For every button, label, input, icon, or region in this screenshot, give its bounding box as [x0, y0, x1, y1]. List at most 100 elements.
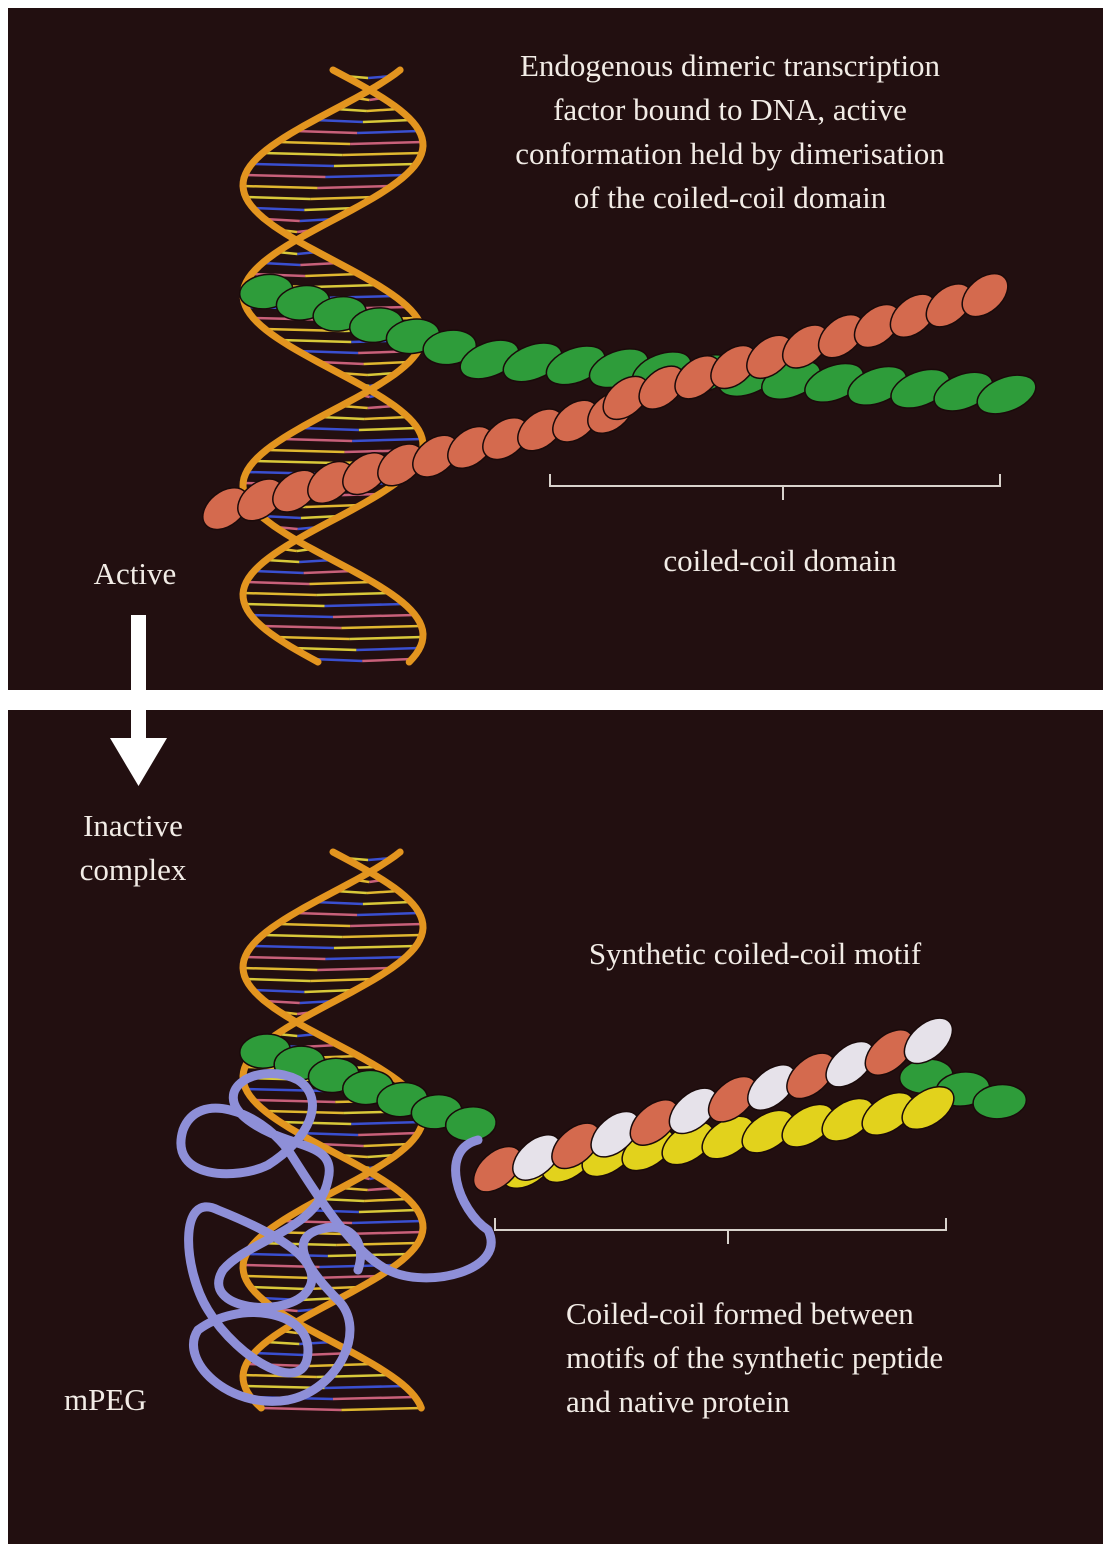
mpeg-label: mPEG [64, 1378, 147, 1422]
coiled-coil-bracket [550, 474, 1000, 500]
base-pair [341, 626, 421, 628]
base-pair [311, 285, 377, 287]
base-pair [246, 1254, 327, 1256]
base-pair [304, 571, 354, 573]
base-pair [263, 935, 343, 937]
top-panel: Endogenous dimeric transcription factor … [8, 8, 1103, 690]
synthetic-motif-label: Synthetic coiled-coil motif [515, 932, 995, 976]
base-pair [253, 990, 304, 992]
base-pair [295, 913, 357, 915]
base-pair [246, 1089, 327, 1091]
base-pair [317, 186, 391, 188]
base-pair [252, 164, 334, 166]
base-pair [349, 637, 423, 639]
coiled-coil-domain-label: coiled-coil domain [590, 539, 970, 583]
base-pair [245, 1276, 313, 1278]
base-pair [254, 571, 304, 573]
base-pair [246, 582, 309, 584]
base-pair [333, 1397, 415, 1399]
inactive-complex-label: Inactive complex [48, 804, 218, 892]
base-pair [310, 582, 373, 584]
base-pair [282, 439, 352, 441]
top-caption-line-3: conformation held by dimerisation [425, 132, 1035, 176]
top-caption-line-4: of the coiled-coil domain [425, 176, 1035, 220]
base-pair [245, 604, 325, 606]
base-pair [315, 902, 363, 904]
base-pair [325, 1386, 405, 1388]
base-pair [280, 340, 351, 342]
base-pair [317, 593, 391, 595]
base-pair [357, 913, 419, 915]
base-pair [352, 439, 422, 441]
base-pair [352, 1221, 422, 1223]
dna-double-helix [243, 70, 423, 662]
top-caption-line-1: Endogenous dimeric transcription [425, 44, 1035, 88]
base-pair [341, 1408, 421, 1410]
base-pair [251, 615, 333, 617]
base-pair [280, 1122, 351, 1124]
base-pair [300, 428, 359, 430]
base-pair [364, 417, 408, 419]
base-pair [350, 142, 423, 144]
base-pair [265, 1111, 344, 1113]
base-pair [359, 1210, 418, 1212]
base-pair [325, 604, 405, 606]
base-pair [253, 1100, 335, 1102]
base-pair [357, 131, 419, 133]
base-pair [317, 968, 391, 970]
base-pair [315, 120, 363, 122]
base-pair [253, 208, 304, 210]
base-pair [351, 1122, 422, 1124]
base-pair [350, 924, 423, 926]
top-caption: Endogenous dimeric transcription factor … [425, 44, 1035, 220]
base-pair [262, 263, 300, 265]
coiled-coil-formed-label: Coiled-coil formed between motifs of the… [566, 1292, 943, 1424]
base-pair [245, 175, 325, 177]
base-pair [336, 1243, 418, 1245]
base-pair [364, 1199, 408, 1201]
base-pair [342, 935, 422, 937]
inactive-label-line-2: complex [48, 848, 218, 892]
top-caption-line-2: factor bound to DNA, active [425, 88, 1035, 132]
base-pair [325, 175, 405, 177]
base-pair [276, 637, 350, 639]
base-pair [243, 593, 317, 595]
coiled-coil-bracket [495, 1218, 946, 1244]
base-pair [334, 946, 416, 948]
base-pair [359, 428, 418, 430]
active-label: Active [60, 552, 210, 596]
base-pair [245, 957, 325, 959]
bottom-panel: Inactive complex Synthetic coiled-coil m… [8, 710, 1103, 1544]
base-pair [261, 1408, 341, 1410]
base-pair [243, 968, 317, 970]
base-pair [277, 924, 350, 926]
base-pair [246, 979, 310, 981]
base-pair [363, 902, 411, 904]
base-pair [254, 461, 336, 463]
coiled-formed-line-3: and native protein [566, 1380, 943, 1424]
base-pair [251, 1287, 306, 1289]
base-pair [266, 450, 344, 452]
base-pair [333, 615, 415, 617]
base-pair [342, 153, 422, 155]
base-pair [263, 153, 343, 155]
base-pair [319, 296, 395, 298]
coiled-formed-line-1: Coiled-coil formed between [566, 1292, 943, 1336]
base-pair [334, 164, 416, 166]
base-pair [261, 626, 341, 628]
base-pair [243, 186, 317, 188]
base-pair [252, 946, 334, 948]
base-pair [305, 274, 359, 276]
base-pair [246, 197, 310, 199]
base-pair [362, 659, 412, 661]
dna-backbone-strand-1 [243, 70, 423, 662]
base-pair [295, 131, 357, 133]
base-pair [356, 648, 419, 650]
base-pair [254, 1353, 304, 1355]
base-pair [358, 1133, 418, 1135]
base-pair [363, 120, 411, 122]
inactive-label-line-1: Inactive [48, 804, 218, 848]
base-pair [325, 957, 405, 959]
coiled-formed-line-2: motifs of the synthetic peptide [566, 1336, 943, 1380]
base-pair [277, 142, 350, 144]
